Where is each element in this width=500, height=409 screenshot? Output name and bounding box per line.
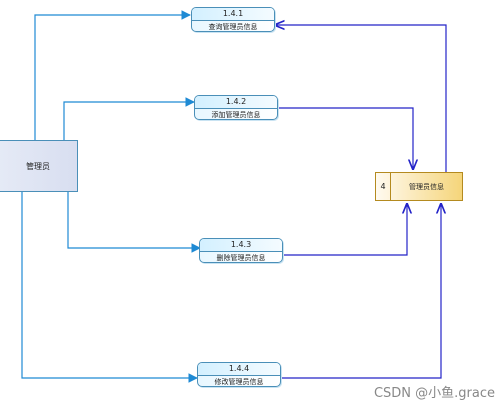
process-name: 删除管理员信息 — [216, 254, 266, 262]
process-id: 1.4.3 — [200, 239, 282, 252]
flow-entity-to-1-4-2 — [63, 97, 195, 140]
process-name: 查询管理员信息 — [208, 23, 258, 31]
process-1-4-4[interactable]: 1.4.4 修改管理员信息 — [197, 362, 281, 387]
flow-1-4-3-to-store — [282, 204, 407, 256]
flow-1-4-4-to-store — [280, 204, 441, 379]
flow-entity-to-1-4-3 — [67, 192, 201, 253]
data-store-admin-info[interactable]: 4 管理员信息 — [375, 172, 463, 201]
process-1-4-1[interactable]: 1.4.1 查询管理员信息 — [191, 7, 275, 32]
flow-store-to-1-4-1 — [275, 25, 447, 172]
data-store-name: 管理员信息 — [409, 182, 444, 191]
process-1-4-2[interactable]: 1.4.2 添加管理员信息 — [194, 95, 278, 120]
process-id: 1.4.4 — [198, 363, 280, 376]
process-name: 修改管理员信息 — [214, 378, 264, 386]
process-id: 1.4.1 — [192, 8, 274, 21]
external-entity-admin[interactable]: 管理员 — [0, 140, 78, 192]
process-1-4-3[interactable]: 1.4.3 删除管理员信息 — [199, 238, 283, 263]
process-name: 添加管理员信息 — [211, 111, 261, 119]
flow-entity-to-1-4-4 — [21, 192, 198, 383]
process-id: 1.4.2 — [195, 96, 277, 109]
data-store-id: 4 — [376, 173, 391, 200]
flow-1-4-2-to-store — [277, 107, 413, 169]
flow-entity-to-1-4-1 — [34, 10, 191, 140]
watermark: CSDN @小鱼.grace — [373, 386, 495, 401]
entity-label: 管理员 — [26, 161, 50, 171]
